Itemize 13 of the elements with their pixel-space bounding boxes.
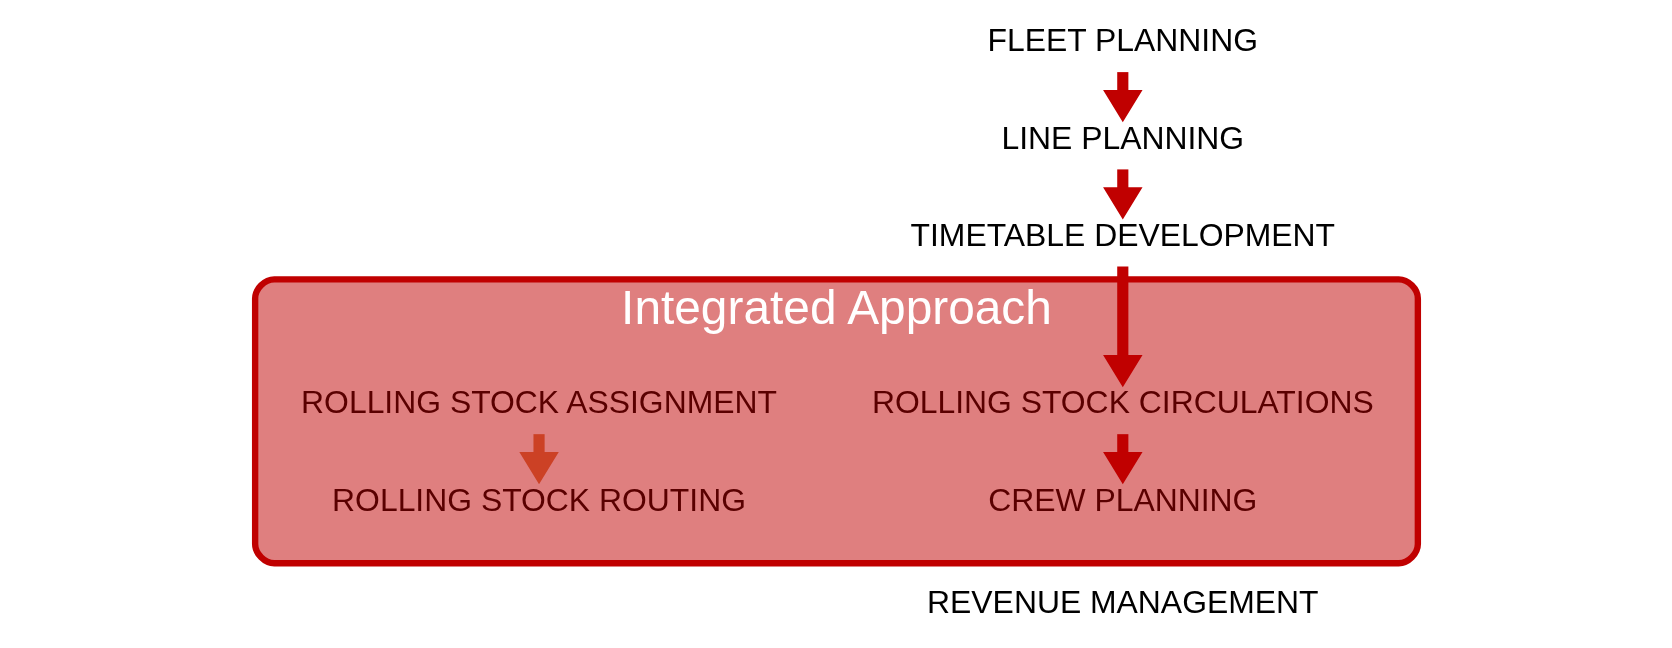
- node-text: CREW PLANNING: [987, 481, 1257, 518]
- node-text: ROLLING STOCK ROUTING: [331, 481, 746, 518]
- arrow: [518, 434, 559, 485]
- arrow: [1102, 72, 1143, 123]
- arrow: [1102, 434, 1143, 485]
- node-text: FLEET PLANNING: [987, 22, 1258, 59]
- node-text: LINE PLANNING: [1000, 119, 1244, 156]
- arrow: [1102, 169, 1143, 220]
- node-text: REVENUE MANAGEMENT: [926, 583, 1318, 620]
- arrow: [1102, 266, 1143, 388]
- node-text: ROLLING STOCK ASSIGNMENT: [300, 384, 777, 421]
- node-text: TIMETABLE DEVELOPMENT: [910, 216, 1335, 253]
- node-text: ROLLING STOCK CIRCULATIONS: [871, 384, 1374, 421]
